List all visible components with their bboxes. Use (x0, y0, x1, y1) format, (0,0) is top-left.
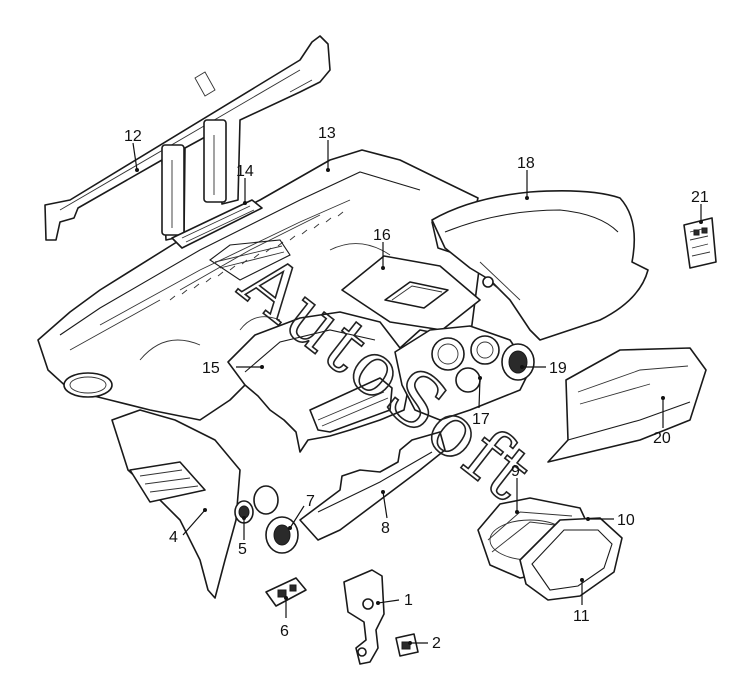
part-19-round-vent (501, 343, 535, 381)
callout-11: 11 (573, 608, 590, 625)
callout-2: 2 (432, 635, 441, 652)
leader-lines (132, 140, 703, 645)
callout-17: 17 (472, 411, 490, 428)
callout-4: 4 (169, 529, 178, 546)
callout-5: 5 (238, 541, 247, 558)
part-6-switch-block (265, 577, 307, 607)
callout-19: 19 (549, 360, 567, 377)
callout-8: 8 (381, 520, 390, 537)
callout-15: 15 (202, 360, 220, 377)
part-11-cluster-bezel (519, 517, 623, 601)
part-18-upper-panel (431, 190, 649, 341)
callout-1: 1 (404, 592, 413, 609)
callout-labels: 1 2 4 5 6 7 8 9 10 11 12 13 14 15 16 17 … (124, 125, 709, 652)
part-21-switch-panel (683, 217, 717, 269)
part-15-cluster-hood (227, 311, 411, 453)
callout-12: 12 (124, 128, 142, 145)
callout-14: 14 (236, 163, 254, 180)
part-4-lower-side-panel (111, 409, 241, 599)
part-2-clip (395, 633, 419, 657)
callout-6: 6 (280, 623, 289, 640)
part-5-knob (234, 485, 279, 524)
callout-7: 7 (306, 493, 315, 510)
part-17-centre-face (394, 325, 531, 421)
part-12-crossmember (44, 35, 331, 241)
callout-13: 13 (318, 125, 336, 142)
callout-18: 18 (517, 155, 535, 172)
callout-16: 16 (373, 227, 391, 244)
callout-9: 9 (511, 463, 520, 480)
part-1-bracket (343, 569, 385, 665)
part-14-grille (171, 199, 263, 249)
callout-20: 20 (653, 430, 671, 447)
part-8-lower-trim (299, 431, 446, 541)
part-20-glovebox (547, 347, 707, 463)
part-16-storage-tray (341, 255, 481, 331)
callout-21: 21 (691, 189, 709, 206)
callout-10: 10 (617, 512, 635, 529)
